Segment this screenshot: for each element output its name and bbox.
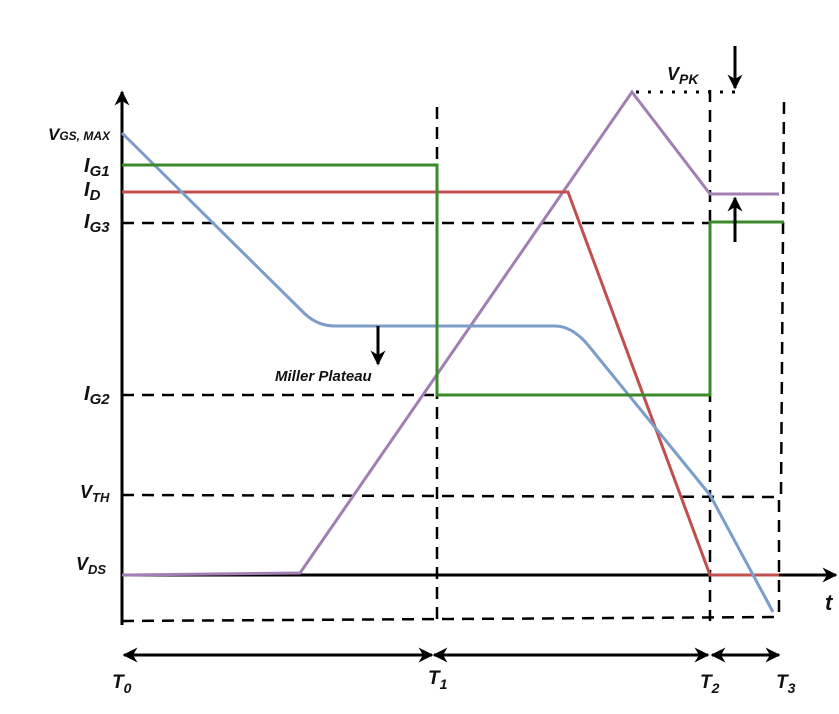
id-label: ID (84, 179, 101, 204)
vpk-label: VPK (667, 64, 699, 87)
time-axis-label: t (825, 590, 834, 615)
t0-label: T0 (112, 672, 132, 696)
t3-label: T3 (776, 672, 796, 696)
bottom-guide (121, 615, 780, 623)
vds-label: VDS (76, 554, 106, 577)
vth-guide (121, 493, 781, 615)
t3-guide (779, 101, 786, 496)
ig1-label: IG1 (84, 155, 110, 180)
ig3-label: IG3 (84, 211, 110, 236)
vgs-max-label: VGS, MAX (48, 125, 111, 144)
id-waveform (122, 190, 779, 577)
miller-plateau-label: Miller Plateau (275, 368, 372, 385)
vth-label: VTH (80, 482, 110, 505)
guide-lines (121, 90, 786, 623)
vgs-waveform (120, 131, 775, 613)
ig2-label: IG2 (84, 383, 110, 408)
ig-waveform (122, 163, 784, 397)
vds-waveform (121, 89, 779, 577)
t2-label: T2 (700, 672, 720, 696)
t1-label: T1 (428, 668, 448, 692)
